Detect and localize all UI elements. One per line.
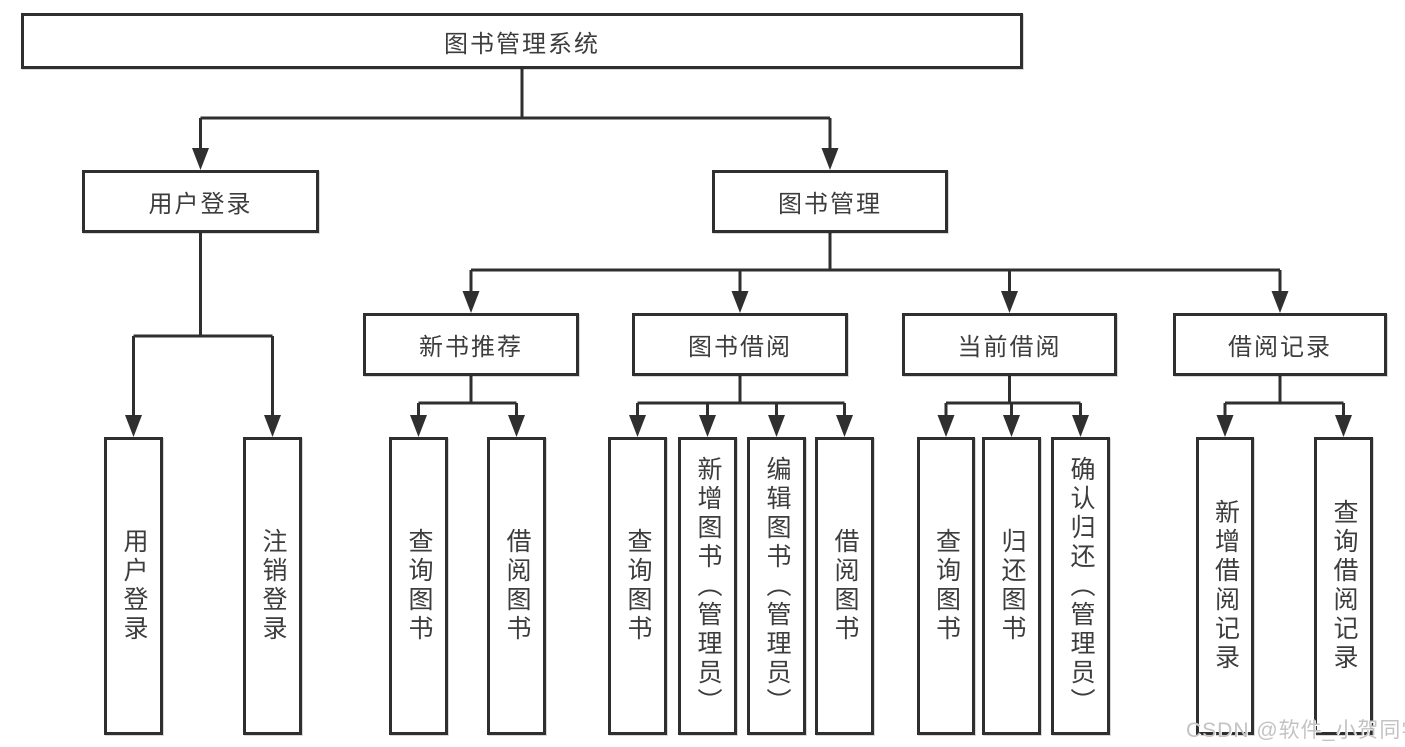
arrow-down-icon <box>836 415 853 437</box>
arrow-down-icon <box>731 291 749 313</box>
node-label-leaf-query-book-2: 查询图书 <box>624 528 652 644</box>
node-book-borrow: 图书借阅 <box>632 313 848 376</box>
node-label-leaf-return-book: 归还图书 <box>998 528 1026 644</box>
connector-book-management <box>471 233 1280 272</box>
arrow-down-icon <box>937 415 955 437</box>
connector-root <box>200 69 830 120</box>
node-leaf-user-login: 用户登录 <box>104 437 163 735</box>
node-leaf-borrow-book-2: 借阅图书 <box>815 437 874 735</box>
node-label-leaf-add-book: 新增图书（管理员） <box>694 455 722 717</box>
arrow-down-icon <box>1001 291 1018 313</box>
node-borrow-records: 借阅记录 <box>1173 313 1387 376</box>
node-label-book-borrow: 图书借阅 <box>688 334 792 361</box>
node-label-book-management: 图书管理 <box>778 191 882 218</box>
arrow-down-icon <box>192 148 209 170</box>
node-leaf-query-book-2: 查询图书 <box>608 437 667 735</box>
arrow-down-icon <box>1216 415 1234 437</box>
connector-user-login <box>133 233 273 338</box>
arrow-down-icon <box>508 415 525 437</box>
node-label-current-borrow: 当前借阅 <box>957 334 1062 361</box>
arrow-down-icon <box>1271 291 1289 313</box>
node-label-user-login: 用户登录 <box>148 191 253 218</box>
arrow-down-icon <box>125 415 142 437</box>
node-label-leaf-borrow-book-2: 借阅图书 <box>831 528 859 644</box>
node-leaf-borrow-book-1: 借阅图书 <box>487 437 546 735</box>
node-label-new-book-recommend: 新书推荐 <box>419 334 523 361</box>
connector-new-book-recommend <box>418 376 517 405</box>
connector-book-borrow <box>637 376 845 405</box>
node-label-root: 图书管理系统 <box>444 30 600 58</box>
node-label-leaf-query-book-3: 查询图书 <box>932 528 961 644</box>
node-leaf-add-book: 新增图书（管理员） <box>678 437 737 735</box>
node-leaf-add-borrow-record: 新增借阅记录 <box>1196 437 1254 735</box>
node-user-login: 用户登录 <box>82 170 319 233</box>
arrow-down-icon <box>629 415 646 437</box>
node-leaf-query-book-1: 查询图书 <box>389 437 448 735</box>
arrow-down-icon <box>768 415 785 437</box>
node-leaf-query-borrow-record: 查询借阅记录 <box>1314 437 1373 735</box>
arrow-down-icon <box>821 148 839 170</box>
arrow-down-icon <box>264 415 281 437</box>
node-new-book-recommend: 新书推荐 <box>363 313 579 376</box>
node-leaf-confirm-return: 确认归还（管理员） <box>1051 437 1110 735</box>
node-label-leaf-query-borrow-record: 查询借阅记录 <box>1330 499 1358 673</box>
node-leaf-logout: 注销登录 <box>243 437 302 735</box>
csdn-watermark: CSDN @软件_小贺同学 <box>1186 719 1405 742</box>
node-root: 图书管理系统 <box>21 13 1023 69</box>
arrow-down-icon <box>1072 415 1089 437</box>
node-book-management: 图书管理 <box>712 170 948 233</box>
node-leaf-return-book: 归还图书 <box>982 437 1041 735</box>
node-label-leaf-edit-book: 编辑图书（管理员） <box>763 455 791 717</box>
arrow-down-icon <box>1335 415 1352 437</box>
node-label-leaf-user-login: 用户登录 <box>120 528 148 644</box>
connector-borrow-records <box>1225 376 1344 405</box>
node-current-borrow: 当前借阅 <box>902 313 1117 376</box>
node-label-borrow-records: 借阅记录 <box>1228 334 1332 361</box>
node-label-leaf-logout: 注销登录 <box>259 528 287 644</box>
arrow-down-icon <box>1003 415 1020 437</box>
connector-current-borrow <box>946 376 1081 405</box>
node-label-leaf-query-book-1: 查询图书 <box>405 528 433 644</box>
node-leaf-edit-book: 编辑图书（管理员） <box>747 437 806 735</box>
arrow-down-icon <box>410 415 427 437</box>
node-label-leaf-borrow-book-1: 借阅图书 <box>503 528 531 644</box>
node-leaf-query-book-3: 查询图书 <box>917 437 975 735</box>
node-label-leaf-add-borrow-record: 新增借阅记录 <box>1211 499 1240 673</box>
arrow-down-icon <box>462 291 480 313</box>
node-label-leaf-confirm-return: 确认归还（管理员） <box>1067 455 1095 717</box>
arrow-down-icon <box>699 415 716 437</box>
